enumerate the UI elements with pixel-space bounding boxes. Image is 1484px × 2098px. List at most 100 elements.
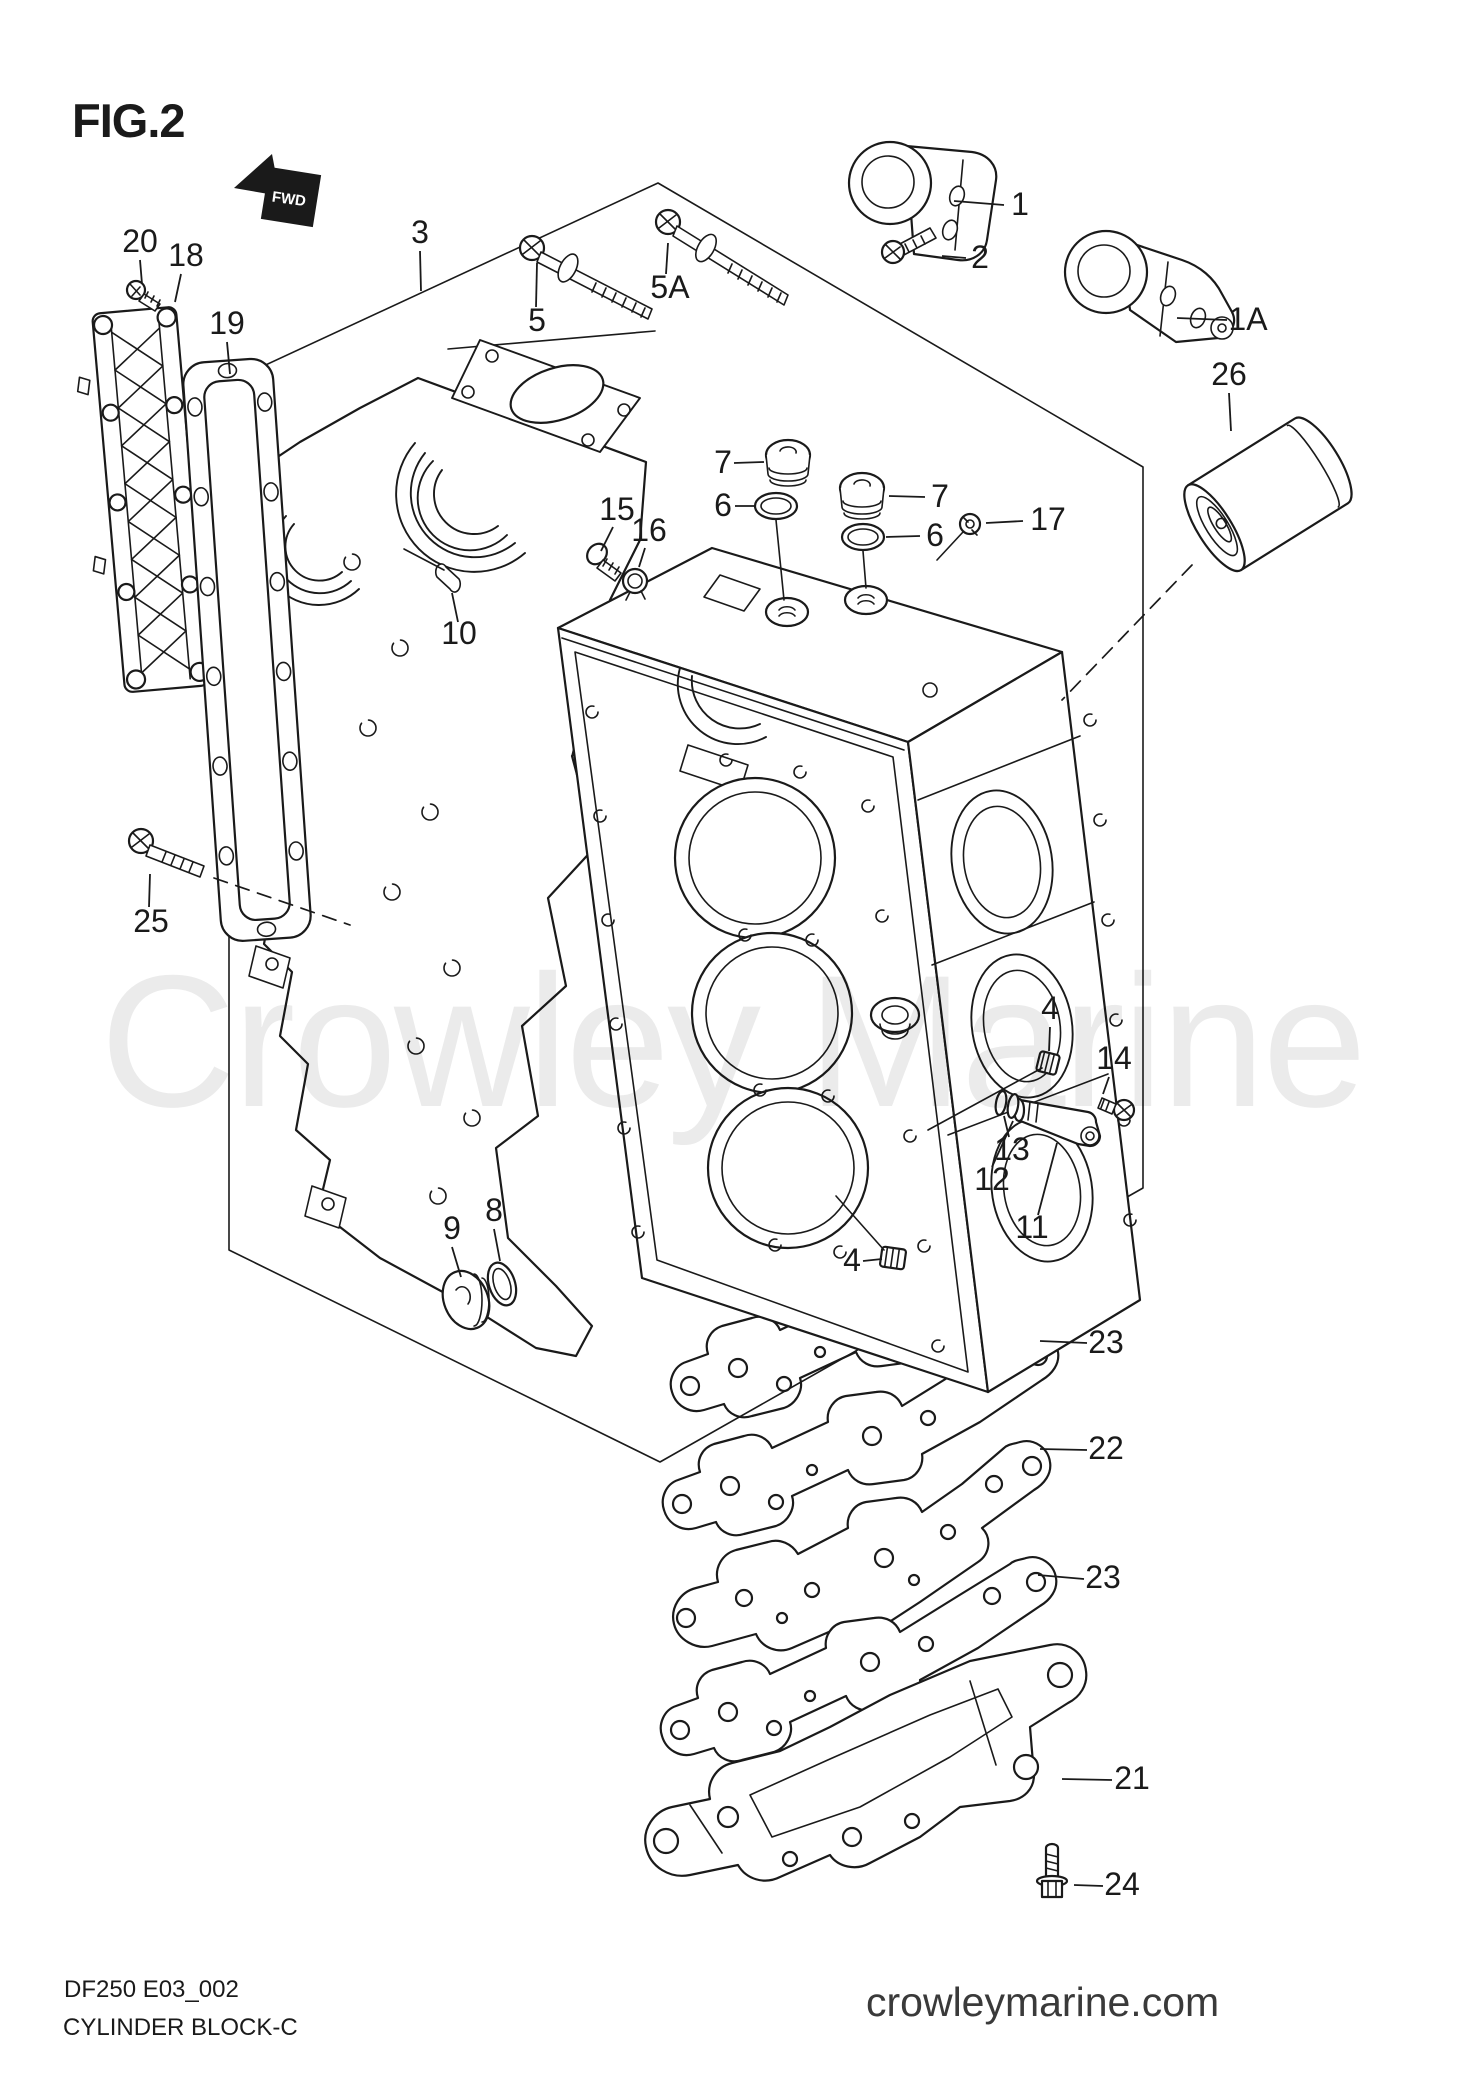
callout-label-4: 4 [1041,990,1059,1026]
callout-label-21: 21 [1114,1760,1150,1796]
callout-label-22: 22 [1088,1430,1124,1466]
part-20-bolt [125,279,161,312]
callout-label-12: 12 [974,1161,1010,1197]
install-line-right-plug [862,550,867,589]
part-19-gasket [182,357,312,942]
part-26-oil-filter [1183,416,1353,573]
callout-leader-19 [226,341,231,375]
callout-leader-9 [451,1246,462,1278]
part-1a-lifting-eye [1063,229,1236,344]
callout-label-8: 8 [485,1192,503,1228]
part-17-bolt [936,512,982,561]
callout-label-7: 7 [714,444,732,480]
callout-leader-4 [1048,1026,1051,1052]
callout-label-25: 25 [133,903,169,939]
part-6-oring-left-inner [760,497,792,515]
callout-label-18: 18 [168,237,204,273]
stud-install-line-lower [835,1195,885,1251]
callout-leader-4 [862,1258,883,1262]
callout-leader-12 [991,1120,1014,1168]
callout-label-7: 7 [931,478,949,514]
part-5a-bolt [654,208,789,306]
callout-label-24: 24 [1104,1866,1140,1902]
part-14-bolt [1097,1097,1136,1122]
callout-leader-22 [1039,1448,1088,1451]
part-21-bracket [644,1643,1088,1882]
callout-leader-5A [665,242,669,275]
callout-label-2: 2 [971,239,989,275]
callout-leader-17 [985,520,1024,524]
callout-leader-15 [600,526,614,552]
callout-label-1: 1 [1011,186,1029,222]
part-cylinder-block [556,546,1142,1394]
callout-leader-20 [139,259,143,285]
fwd-arrow-label: FWD [271,189,307,211]
callout-label-15: 15 [599,491,635,527]
part-8-oring-inner [492,1267,512,1301]
callout-leader-14 [1102,1076,1110,1095]
callout-label-4: 4 [843,1242,861,1278]
part-5-bolt [518,234,653,320]
callout-leader-2 [941,255,967,259]
part-18-lattice-plate [76,306,210,693]
callout-leader-24 [1073,1884,1104,1887]
callout-label-6: 6 [714,487,732,523]
callout-leader-16 [638,547,646,568]
part-25-bolt [127,827,351,926]
callout-label-9: 9 [443,1210,461,1246]
callout-leader-7 [733,461,765,464]
callout-leader-26 [1228,392,1232,432]
part-9-plug [441,1269,491,1331]
part-13-oring [994,1090,1008,1116]
install-line-left-plug [775,519,785,601]
callout-leader-6 [885,535,921,538]
fwd-arrow: FWD [234,154,322,228]
callout-label-3: 3 [411,214,429,250]
figure-title: FIG.2 [72,94,185,147]
callout-label-1A: 1A [1228,301,1268,337]
callout-label-14: 14 [1096,1040,1132,1076]
plug-port-bosses [764,584,889,628]
callout-leader-1A [1176,317,1228,321]
callout-label-20: 20 [122,223,158,259]
watermark: Crowley Marine [100,936,1364,1146]
part-16-clamp [621,567,649,601]
footer-model-code: DF250 E03_002 [64,1976,239,2003]
callout-leader-10 [451,592,459,623]
callout-label-17: 17 [1030,501,1066,537]
callout-label-23: 23 [1085,1559,1121,1595]
callout-label-5A: 5A [650,269,690,305]
part-10-dowel [403,548,462,593]
callout-label-5: 5 [528,302,546,338]
callout-label-6: 6 [926,517,944,553]
callout-leader-3 [419,250,422,292]
callout-leader-1 [953,200,1005,206]
callout-leader-21 [1061,1778,1113,1781]
callout-leader-7 [888,495,926,498]
callout-label-23: 23 [1088,1324,1124,1360]
part-7-plug-right [838,471,886,520]
callout-leader-23 [1039,1340,1088,1344]
callout-label-26: 26 [1211,356,1247,392]
callout-leader-8 [493,1228,501,1262]
stud-install-line-upper [927,1067,1043,1131]
callout-leader-11 [1037,1142,1058,1216]
part-2-bolt [880,227,937,265]
part-8-oring [486,1261,518,1307]
footer-figure-name: CYLINDER BLOCK-C [63,2014,298,2041]
callout-label-10: 10 [441,615,477,651]
callout-leader-5 [535,262,538,308]
callout-leader-25 [148,873,151,908]
part-12-oring [1006,1093,1020,1119]
footer-site-name: crowleymarine.com [866,1979,1219,2025]
filter-install-line [1061,564,1193,701]
callout-label-16: 16 [631,512,667,548]
callout-leader-18 [174,273,182,303]
callout-label-19: 19 [209,305,245,341]
callout-label-11: 11 [1015,1209,1048,1245]
oil-port-boss [869,996,921,1040]
callout-leader-23 [1037,1574,1085,1580]
